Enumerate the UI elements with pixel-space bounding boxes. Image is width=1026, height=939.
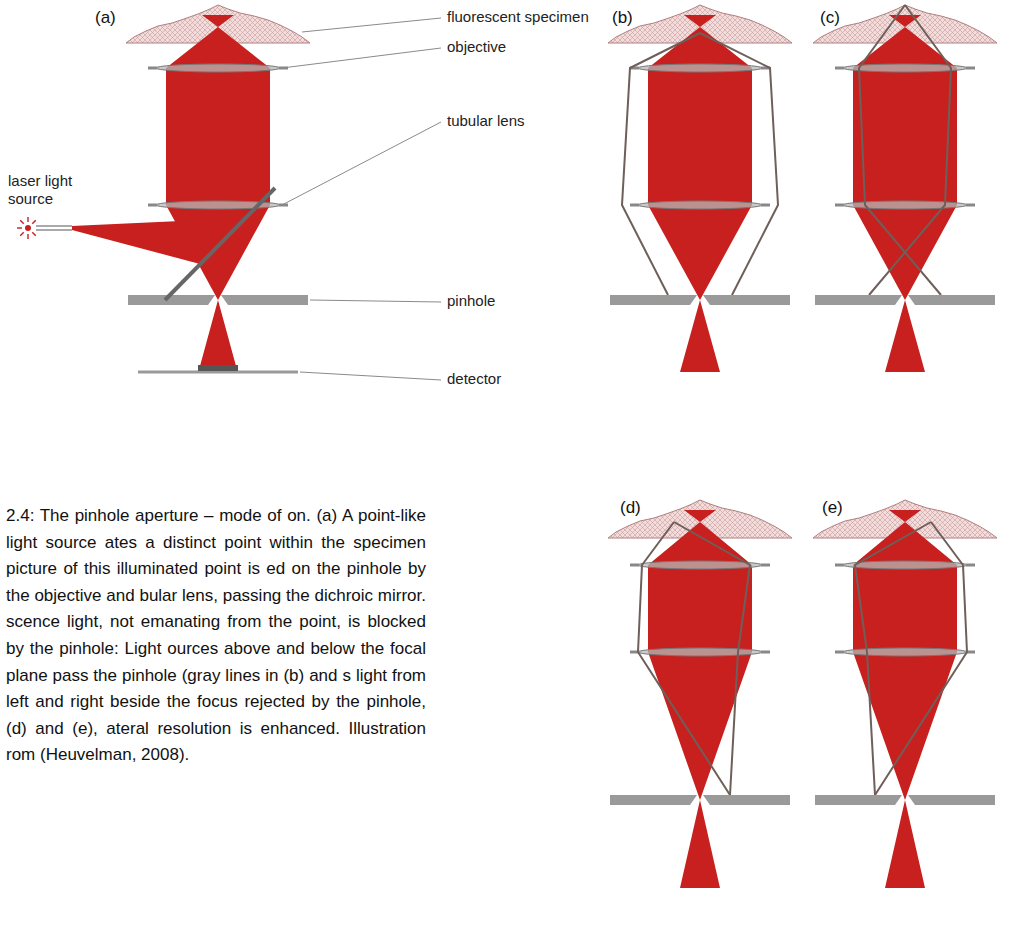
leader-line <box>282 48 441 68</box>
leader-line <box>302 18 441 32</box>
tubular-lens <box>835 201 975 209</box>
panel-letter: (e) <box>822 498 843 518</box>
leader-line <box>282 122 441 205</box>
panel-c <box>813 5 997 372</box>
leader-line <box>300 372 441 380</box>
part-label: detector <box>447 370 501 388</box>
panel-a <box>17 5 441 380</box>
stray-light-ray <box>674 522 750 795</box>
pinhole-plate <box>908 795 995 805</box>
pinhole-plate <box>610 795 697 805</box>
dichroic-mirror <box>165 188 275 300</box>
stray-light-ray <box>855 522 931 795</box>
tubular-lens <box>630 648 770 656</box>
pinhole-plate <box>815 795 902 805</box>
pinhole-plate <box>610 295 697 305</box>
panel-letter: (c) <box>820 8 840 28</box>
pinhole-plate <box>815 295 902 305</box>
stray-light-ray <box>700 33 778 295</box>
pinhole-plate <box>908 295 995 305</box>
panel-b <box>608 5 792 372</box>
tubular-lens <box>630 201 770 209</box>
stray-light-ray <box>875 522 967 795</box>
laser-symbol <box>17 217 72 239</box>
stray-light-ray <box>869 5 951 295</box>
stray-light-ray <box>622 33 700 295</box>
part-label: pinhole <box>447 292 495 310</box>
part-label: objective <box>447 38 506 56</box>
pinhole-plate <box>128 295 215 305</box>
pinhole-plate <box>703 795 790 805</box>
part-label: tubular lens <box>447 112 525 130</box>
leader-line <box>310 300 441 302</box>
panel-d <box>608 500 792 888</box>
stray-light-ray <box>859 5 941 295</box>
objective-lens <box>630 64 770 72</box>
tubular-lens <box>148 201 288 209</box>
part-label: fluorescent specimen <box>447 8 589 26</box>
objective-lens <box>835 64 975 72</box>
pinhole-plate <box>703 295 790 305</box>
panel-letter: (d) <box>620 498 641 518</box>
stray-light-ray <box>638 522 730 795</box>
panel-e <box>813 500 997 888</box>
part-label: laser light source <box>8 172 100 208</box>
pinhole-plate <box>221 295 308 305</box>
panel-letter: (b) <box>612 8 633 28</box>
panel-letter: (a) <box>95 8 116 28</box>
tubular-lens <box>835 648 975 656</box>
objective-lens <box>148 64 288 72</box>
detector-sensor <box>198 365 238 371</box>
figure-caption: 2.4: The pinhole aperture – mode of on. … <box>6 503 426 769</box>
